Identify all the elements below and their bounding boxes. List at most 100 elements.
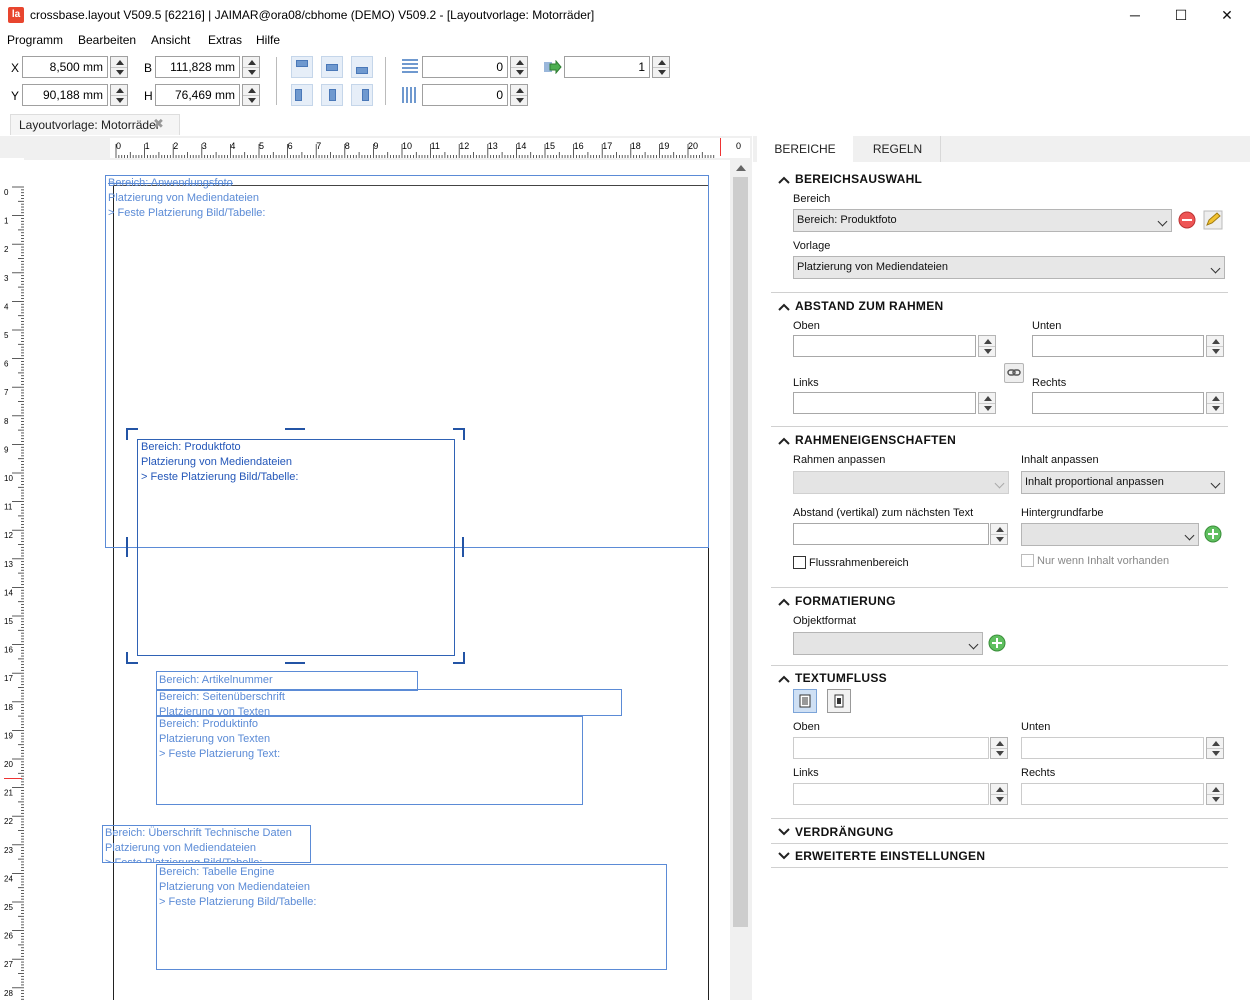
align-middle-icon[interactable] [321,56,343,78]
menu-extras[interactable]: Extras [208,33,243,47]
close-tab-icon[interactable]: ✖ [153,116,164,131]
section-erweiterte-einstellungen[interactable]: ERWEITERTE EINSTELLUNGEN [795,849,986,863]
textumfluss-unten-input[interactable] [1021,737,1204,759]
delete-icon[interactable] [1177,210,1197,230]
collapse-icon[interactable] [778,596,790,610]
align-left-icon[interactable] [291,84,313,106]
close-button[interactable]: ✕ [1221,6,1233,23]
textumfluss-rechts-spinner[interactable] [1206,783,1224,805]
abstand-unten-input[interactable] [1032,335,1204,357]
inhalt-anpassen-dropdown[interactable]: Inhalt proportional anpassen [1021,471,1225,494]
section-abstand-zum-rahmen[interactable]: ABSTAND ZUM RAHMEN [795,299,944,313]
abstand-unten-spinner[interactable] [1206,335,1224,357]
menu-programm[interactable]: Programm [7,33,64,47]
page-canvas[interactable] [24,160,730,1000]
abstand-links-input[interactable] [793,392,976,414]
expand-icon[interactable] [778,850,790,864]
collapse-icon[interactable] [778,435,790,449]
area-produktinfo[interactable] [156,716,583,805]
align-bottom-icon[interactable] [351,56,373,78]
abstand-vertikal-input[interactable] [793,523,989,545]
minimize-button[interactable]: ─ [1130,7,1140,23]
h-field[interactable] [155,84,240,106]
abstand-vertikal-spinner[interactable] [990,523,1008,545]
add-icon[interactable] [1203,524,1223,544]
menu-bearbeiten[interactable]: Bearbeiten [78,33,137,47]
scrollbar-thumb[interactable] [733,177,748,927]
resize-handle-bottom[interactable] [285,662,305,664]
b-spinner[interactable] [242,56,260,78]
spacing-spinner[interactable] [510,56,528,78]
collapse-icon[interactable] [778,174,790,188]
resize-handle-top-left[interactable] [126,428,138,440]
abstand-links-spinner[interactable] [978,392,996,414]
step-field[interactable] [564,56,650,78]
align-right-icon[interactable] [351,84,373,106]
objektformat-dropdown[interactable] [793,632,983,655]
x-spinner[interactable] [110,56,128,78]
menu-hilfe[interactable]: Hilfe [256,33,281,47]
resize-handle-right[interactable] [462,537,464,557]
document-tab[interactable] [10,114,180,135]
resize-handle-bottom-right[interactable] [453,652,465,664]
area-tabelle-engine[interactable] [156,864,667,970]
textumfluss-oben-spinner[interactable] [990,737,1008,759]
hintergrundfarbe-dropdown[interactable] [1021,523,1199,546]
collapse-icon[interactable] [778,301,790,315]
resize-handle-top-right[interactable] [453,428,465,440]
area-ueberschrift-technische-daten[interactable] [102,825,311,863]
abstand-oben-spinner[interactable] [978,335,996,357]
spacing-field[interactable] [422,56,508,78]
menu-ansicht[interactable]: Ansicht [151,33,191,47]
h-spinner[interactable] [242,84,260,106]
align-top-icon[interactable] [291,56,313,78]
resize-handle-top[interactable] [285,428,305,430]
align-center-icon[interactable] [321,84,343,106]
section-verdraengung[interactable]: VERDRÄNGUNG [795,825,894,839]
abstand-rechts-spinner[interactable] [1206,392,1224,414]
step-spinner[interactable] [652,56,670,78]
textumfluss-oben-input[interactable] [793,737,989,759]
wrap-none-icon[interactable] [827,689,851,713]
rahmen-anpassen-dropdown[interactable] [793,471,1009,494]
abstand-rechts-input[interactable] [1032,392,1204,414]
area-seitenueberschrift[interactable] [156,689,622,716]
resize-handle-bottom-left[interactable] [126,652,138,664]
textumfluss-links-input[interactable] [793,783,989,805]
columns-spinner[interactable] [510,84,528,106]
b-field[interactable] [155,56,240,78]
expand-icon[interactable] [778,826,790,840]
textumfluss-links-spinner[interactable] [990,783,1008,805]
area-artikelnummer[interactable] [156,671,418,691]
scroll-up-icon[interactable] [736,165,746,171]
section-textumfluss[interactable]: TEXTUMFLUSS [795,671,887,685]
nur-wenn-checkbox[interactable] [1021,554,1034,567]
area-anwendungsfoto[interactable] [105,175,709,548]
title-bar [0,0,1250,30]
tab-bereiche[interactable]: BEREICHE [757,136,853,162]
edit-icon[interactable] [1203,210,1223,230]
collapse-icon[interactable] [778,673,790,687]
columns-field[interactable] [422,84,508,106]
add-icon[interactable] [987,633,1007,653]
bereich-dropdown[interactable]: Bereich: Produktfoto [793,209,1172,232]
x-field[interactable] [22,56,108,78]
section-formatierung[interactable]: FORMATIERUNG [795,594,896,608]
y-field[interactable] [22,84,108,106]
resize-handle-left[interactable] [126,537,128,557]
area-produktfoto-line: Platzierung von Mediendateien [141,456,293,468]
wrap-around-icon[interactable] [793,689,817,713]
section-bereichsauswahl[interactable]: BEREICHSAUSWAHL [795,172,923,186]
flussrahmen-checkbox[interactable] [793,556,806,569]
abstand-oben-input[interactable] [793,335,976,357]
tab-regeln[interactable]: REGELN [855,136,941,162]
vorlage-label: Vorlage [793,240,831,252]
vorlage-dropdown[interactable]: Platzierung von Mediendateien [793,256,1225,279]
maximize-button[interactable]: ☐ [1174,6,1188,23]
textumfluss-rechts-input[interactable] [1021,783,1204,805]
textumfluss-unten-spinner[interactable] [1206,737,1224,759]
link-icon[interactable] [1004,363,1024,383]
y-spinner[interactable] [110,84,128,106]
section-rahmeneigenschaften[interactable]: RAHMENEIGENSCHAFTEN [795,433,957,447]
area-produktfoto[interactable] [137,439,455,656]
